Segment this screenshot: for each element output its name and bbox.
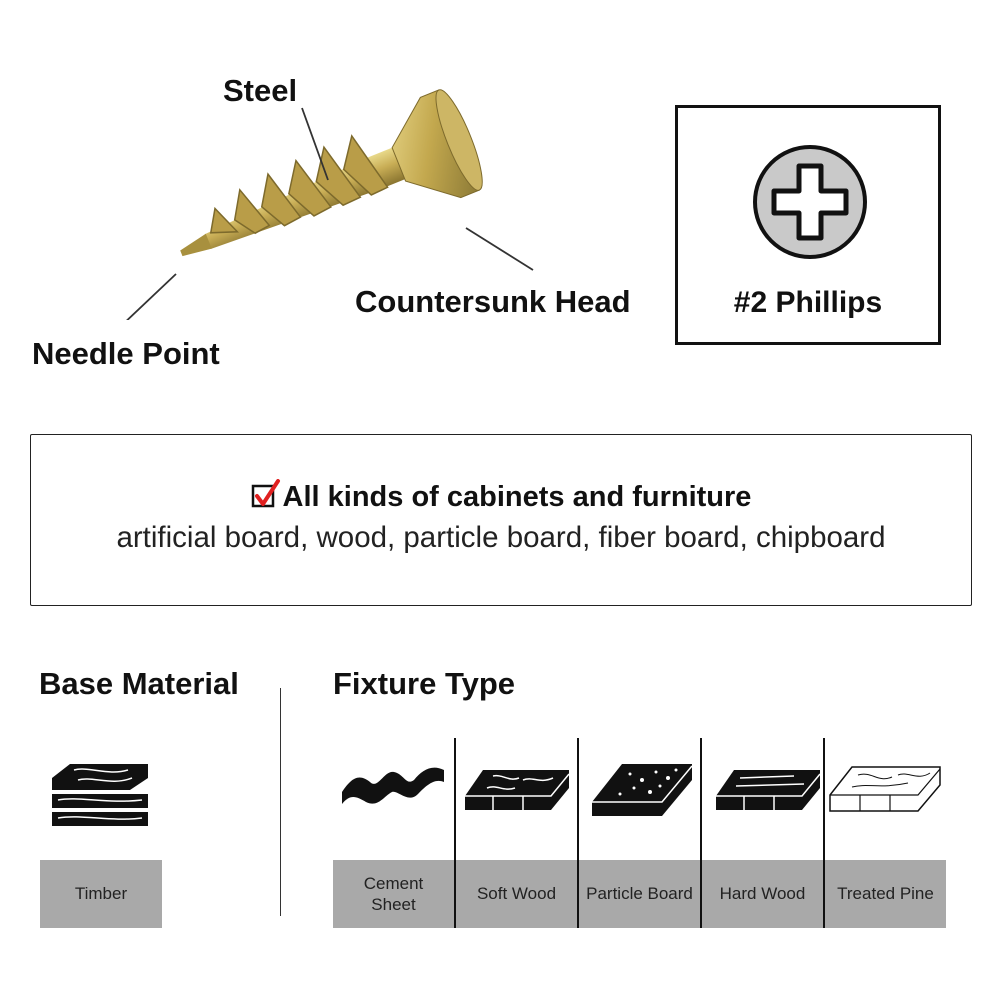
fixture-treated-pine: Treated Pine [825,860,946,928]
fixture-cement-sheet: Cement Sheet [333,860,454,928]
fixture-soft-wood: Soft Wood [456,860,577,928]
timber-icon [52,764,148,826]
timber-label: Timber [74,884,128,904]
cement-sheet-label: Cement Sheet [363,873,424,914]
application-box: All kinds of cabinets and furniture arti… [30,434,972,606]
countersunk-head-label: Countersunk Head [355,284,631,319]
needle-point-label: Needle Point [32,336,220,371]
treated-pine-label: Treated Pine [837,884,934,904]
base-material-timber: Timber [40,860,162,928]
column-divider [577,738,579,928]
soft-wood-icon [465,770,570,810]
section-divider [280,688,281,916]
column-divider [700,738,702,928]
application-title-row: All kinds of cabinets and furniture [31,479,971,514]
fixture-particle-board: Particle Board [579,860,700,928]
column-divider [454,738,456,928]
screw-illustration [126,89,534,320]
base-material-title: Base Material [39,666,239,701]
particle-board-icon [592,764,693,816]
application-description: artificial board, wood, particle board, … [116,521,886,554]
steel-label: Steel [223,73,298,108]
particle-board-label: Particle Board [586,884,693,904]
hard-wood-icon [716,770,821,810]
cement-sheet-icon [342,767,444,804]
treated-pine-icon [829,766,941,812]
application-title: All kinds of cabinets and furniture [282,481,752,513]
soft-wood-label: Soft Wood [476,884,557,904]
drive-type-label: #2 Phillips [733,286,883,319]
checkbox-checked-icon [251,479,280,508]
fixture-hard-wood: Hard Wood [702,860,823,928]
fixture-type-title: Fixture Type [333,666,516,701]
drive-type-box: #2 Phillips [675,105,941,345]
hard-wood-label: Hard Wood [719,884,806,904]
column-divider [823,738,825,928]
phillips-head-icon [753,145,867,259]
